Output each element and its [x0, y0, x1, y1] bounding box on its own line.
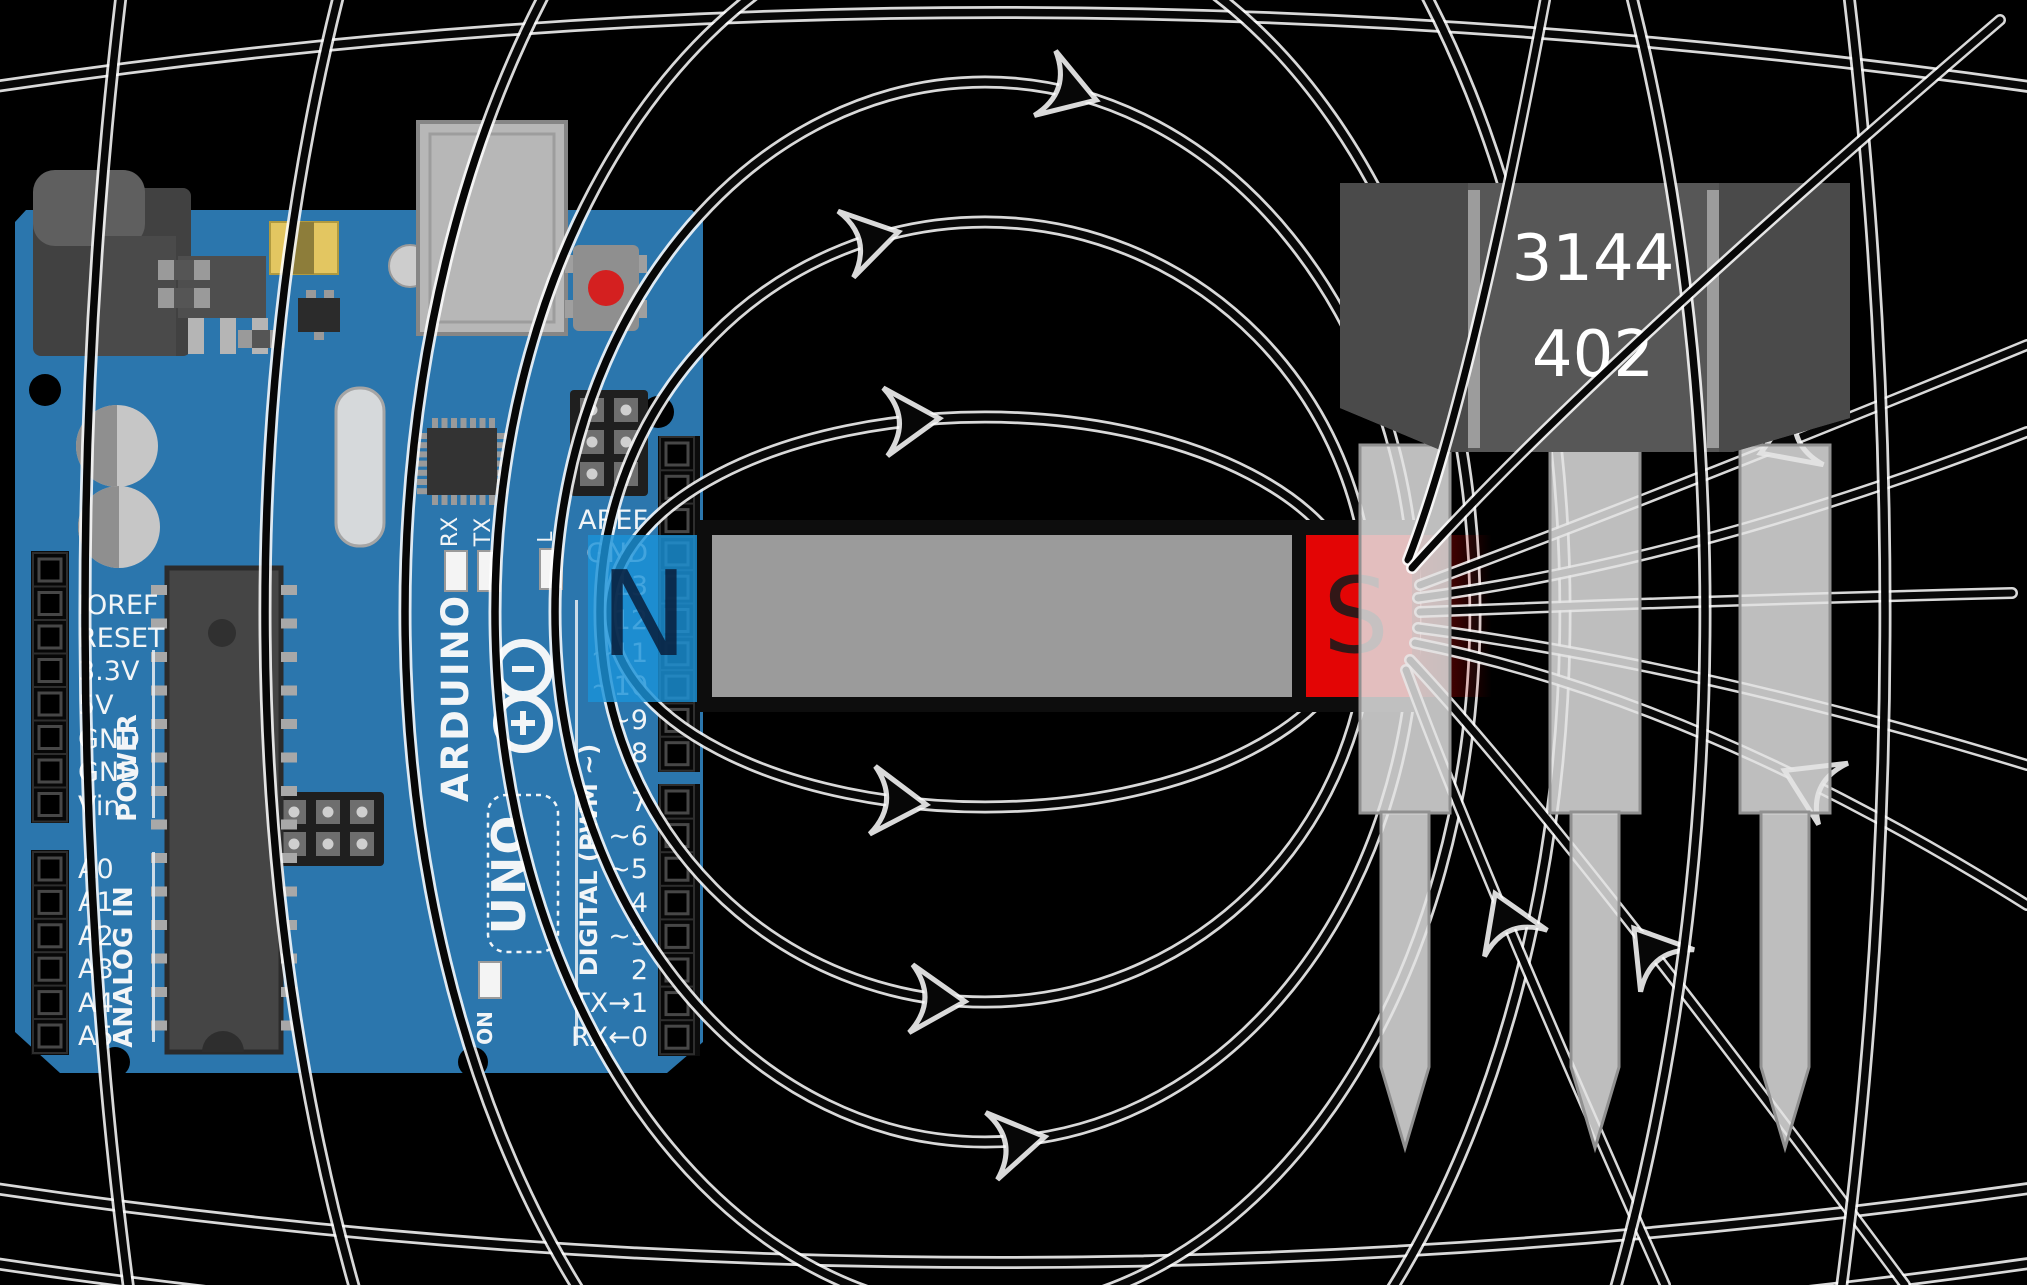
- power-section-label: POWER: [113, 714, 143, 822]
- north-pole-label: N: [600, 545, 688, 683]
- usb-interface-chip: [417, 418, 507, 505]
- sensor-leg-1: [1358, 443, 1452, 1154]
- rx-led: [444, 550, 468, 592]
- polyfuse: [269, 221, 339, 275]
- sensor-leg-2: [1548, 443, 1642, 1154]
- pin-label: RX←0: [571, 1022, 648, 1053]
- on-led-label: ON: [473, 1011, 497, 1045]
- pin-label: RESET: [78, 623, 165, 654]
- mounting-hole: [29, 374, 61, 406]
- transistor: [298, 290, 340, 340]
- l-led-label: L: [533, 531, 557, 543]
- reset-button: [565, 245, 647, 331]
- outer-field-lines: [78, 0, 2006, 1285]
- magnet-body: [712, 535, 1292, 697]
- smd-resistor: [158, 260, 284, 348]
- analog-section-label: ANALOG IN: [109, 886, 139, 1048]
- sensor-legs: [1358, 443, 1832, 1154]
- separator-line: [152, 650, 155, 818]
- hall-sensor: 3144 402: [1340, 183, 1850, 1154]
- magnet-north-pole: [588, 535, 705, 702]
- arduino-wordmark: ARDUINO: [434, 594, 477, 802]
- sensor-leg-3: [1738, 443, 1832, 1154]
- separator-line: [575, 600, 578, 1045]
- rx-label: RX: [438, 517, 463, 547]
- icsp2-header: [272, 792, 384, 866]
- pin-label: 2: [631, 955, 648, 986]
- separator-line: [152, 852, 155, 1042]
- bar-magnet: N S: [588, 520, 1492, 712]
- on-led: [478, 961, 502, 999]
- power-jack: [33, 170, 191, 356]
- sensor-part-number: 3144: [1512, 222, 1675, 296]
- crystal-oscillator: [334, 386, 386, 548]
- reset-button-cap: [588, 270, 624, 306]
- pin-label: ~6: [608, 821, 648, 852]
